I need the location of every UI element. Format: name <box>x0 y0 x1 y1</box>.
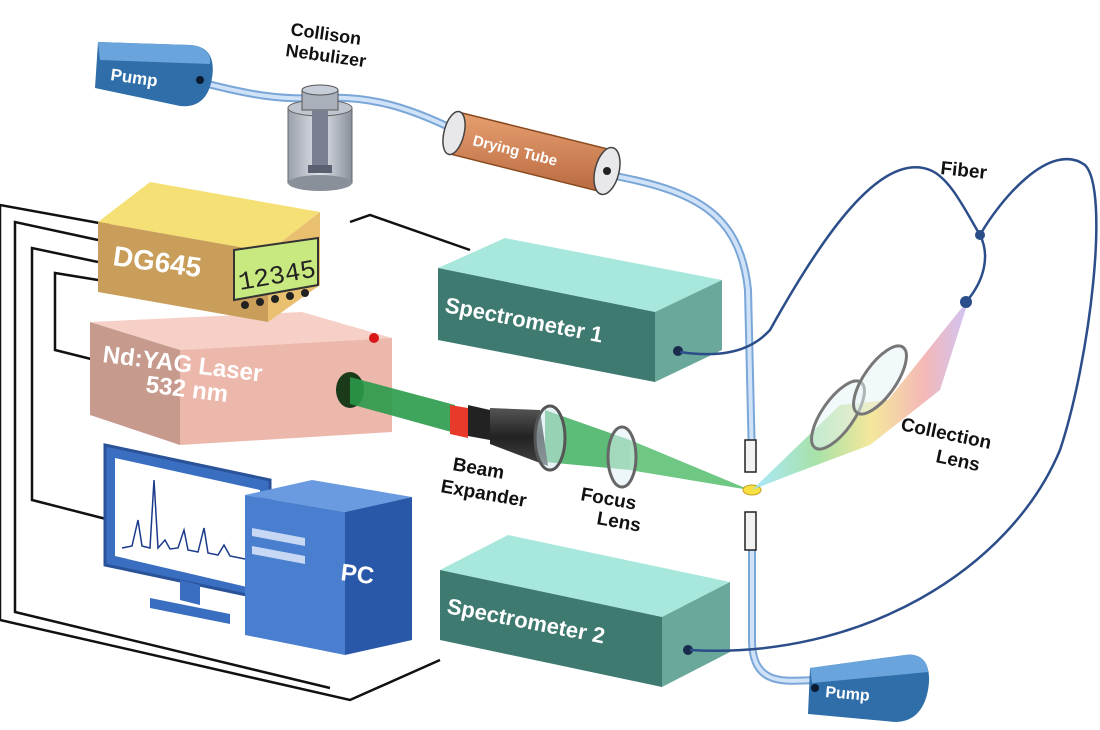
laser-indicator-light <box>369 333 379 343</box>
dg645-display <box>233 236 319 302</box>
pc: PC <box>103 443 412 655</box>
fiber-label: Fiber <box>939 158 988 184</box>
dg645-buttons <box>241 289 309 309</box>
monitor-icon <box>103 443 272 624</box>
spectrometer-1: Spectrometer 1 <box>438 238 722 382</box>
nozzle <box>744 439 757 551</box>
fiber-splitter <box>975 230 985 240</box>
spectrometer-2-fiber-port <box>683 645 693 655</box>
laser-beam <box>350 377 750 490</box>
focus-lens-icon <box>606 425 638 489</box>
collection-optics <box>752 296 972 490</box>
optical-fibers <box>679 157 1098 653</box>
spectrometer-1-fiber-port <box>673 346 683 356</box>
collection-lens-2 <box>852 344 908 416</box>
nd-yag-laser: Nd:YAG Laser 532 nm <box>90 312 392 445</box>
pump-bottom-label: Pump <box>825 684 871 705</box>
pump-bottom: Pump <box>808 654 930 722</box>
beam-expander <box>450 404 567 472</box>
focus-lens-label-line2: Lens <box>595 508 642 536</box>
control-wiring <box>0 203 471 702</box>
drying-tube: Drying Tube <box>442 110 621 196</box>
pc-label: PC <box>339 559 375 590</box>
pump-top: Pump <box>95 42 213 107</box>
collison-nebulizer: Collison Nebulizer <box>284 19 367 191</box>
beam-expander-lens <box>533 404 567 472</box>
pc-tower-icon <box>245 480 412 655</box>
dg645-delay-generator: 12345 DG645 <box>98 182 320 322</box>
spectrometer-2: Spectrometer 2 <box>440 535 730 687</box>
spectrum-trace <box>121 479 251 561</box>
beam-expander-label-line2: Expander <box>439 476 529 512</box>
